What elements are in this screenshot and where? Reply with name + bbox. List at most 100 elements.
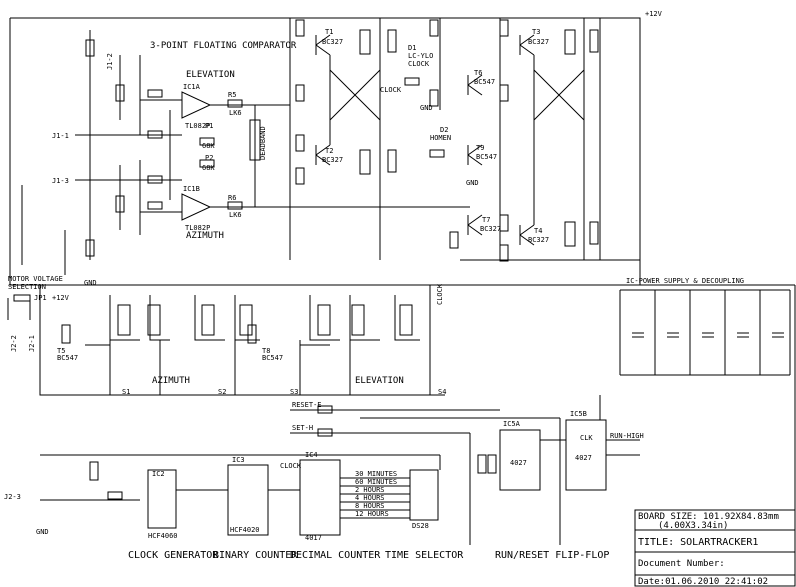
gnd-label-1: GND (84, 279, 97, 287)
t4-label: T4 (534, 227, 542, 235)
set-net-label: SET-H (292, 424, 313, 432)
t2-label: T2 (325, 147, 333, 155)
v12-top: +12V (645, 10, 663, 18)
switch-s3: S3 (290, 388, 298, 396)
t5-part: BC547 (57, 354, 78, 362)
t6-part: BC547 (474, 78, 495, 86)
connector-j2-1: J2-1 (28, 335, 36, 352)
clock-net-1: CLOCK (380, 86, 402, 94)
connector-j1-2: J1-2 (106, 53, 114, 70)
label-decimal-counter: DECIMAL COUNTER (290, 550, 381, 561)
t7-part: BC327 (480, 225, 501, 233)
ic1b-label: IC1B (183, 185, 200, 193)
ic1a-part: TL082P (185, 122, 210, 130)
date-text: Date:01.06.2010 22:41:02 (638, 577, 768, 587)
reset-set-lines (290, 405, 561, 545)
reset-net-label: RESET-E (292, 401, 322, 409)
board-size: BOARD SIZE: 101.92X84.83mm (638, 512, 779, 522)
run-high-label: RUN-HIGH (610, 432, 644, 440)
comparator-wiring (21, 30, 470, 275)
gnd-label-3: GND (466, 179, 479, 187)
r-68k-1: 68K (202, 142, 215, 150)
elevation-lower-title: ELEVATION (355, 376, 404, 386)
relay-contact-blocks (61, 285, 431, 395)
d1-label: D1 (408, 44, 416, 52)
ic4-label: IC4 (305, 451, 318, 459)
switch-s1: S1 (122, 388, 130, 396)
p2-label: P2 (205, 154, 213, 162)
comparator-title: 3-POINT FLOATING COMPARATOR (150, 41, 297, 51)
lk-2: LK6 (229, 211, 242, 219)
p1-label: P1 (205, 122, 213, 130)
comparator-resistors (85, 39, 261, 257)
label-time-selector: TIME SELECTOR (385, 550, 464, 561)
label-run-reset-flipflop: RUN/RESET FLIP-FLOP (495, 550, 609, 561)
title-text: TITLE: SOLARTRACKER1 (638, 537, 758, 548)
d1-part: LC-YLO (408, 52, 433, 60)
switch-s4: S4 (438, 388, 446, 396)
r5-label: R5 (228, 91, 236, 99)
jumper-jp1 (7, 294, 31, 320)
clock-net-3: CLOCK (280, 462, 302, 470)
t3-label: T3 (532, 28, 540, 36)
time-line-2h: 2 HOURS (355, 486, 385, 494)
azimuth-title: AZIMUTH (186, 231, 224, 241)
t1-part: BC327 (322, 38, 343, 46)
opamp-ic1a: IC1A TL082P (181, 83, 212, 130)
connector-j1-1: J1-1 (52, 132, 69, 140)
gnd-label-4: GND (36, 528, 49, 536)
label-clock-generator: CLOCK GENERATOR (128, 550, 219, 561)
motor-voltage-label: MOTOR VOLTAGE (8, 275, 63, 283)
motor-voltage-sub: SELECTION (8, 283, 46, 291)
upper-transistors (315, 18, 585, 260)
ic3-part: HCF4020 (230, 526, 260, 534)
t8-part: BC547 (262, 354, 283, 362)
azimuth-lower-title: AZIMUTH (152, 376, 190, 386)
gnd-label-2: GND (420, 104, 433, 112)
clk-label: CLK (580, 434, 593, 442)
document-number: Document Number: (638, 559, 725, 569)
d2-label: D2 (440, 126, 448, 134)
digital-section (40, 395, 640, 536)
ic-power-title: IC-POWER SUPPLY & DECOUPLING (626, 277, 744, 285)
ic3-label: IC3 (232, 456, 245, 464)
decoupling-caps (619, 289, 791, 376)
connector-j2-2: J2-2 (10, 335, 18, 352)
connector-j1-3: J1-3 (52, 177, 69, 185)
ic2-label: IC2 (152, 470, 165, 478)
r6-label: R6 (228, 194, 236, 202)
clock-net-2: CLOCK (436, 283, 444, 305)
r-68k-2: 68K (202, 164, 215, 172)
t4-part: BC327 (528, 236, 549, 244)
t2-part: BC327 (322, 156, 343, 164)
time-line-60min: 60 MINUTES (355, 478, 397, 486)
t9-part: BC547 (476, 153, 497, 161)
time-selector-lines: 30 MINUTES 60 MINUTES 2 HOURS 4 HOURS 8 … (355, 470, 397, 518)
t6-label: T6 (474, 69, 482, 77)
ic5b-part: 4027 (575, 454, 592, 462)
board-size-in: (4.00X3.34in) (658, 521, 728, 531)
lk-1: LK6 (229, 109, 242, 117)
t9-label: T9 (476, 144, 484, 152)
opamp-ic1b: IC1B TL082P (181, 185, 212, 232)
ic5a-part: 4027 (510, 459, 527, 467)
v12-jp1: +12V (52, 294, 70, 302)
t8-label: T8 (262, 347, 270, 355)
main-rails (9, 17, 796, 510)
elevation-title: ELEVATION (186, 70, 235, 80)
t1-label: T1 (325, 28, 333, 36)
t3-part: BC327 (528, 38, 549, 46)
title-block: BOARD SIZE: 101.92X84.83mm (4.00X3.34in)… (634, 509, 796, 587)
time-line-30min: 30 MINUTES (355, 470, 397, 478)
ic2-part: HCF4060 (148, 532, 178, 540)
ds-label: DS28 (412, 522, 429, 530)
time-line-12h: 12 HOURS (355, 510, 389, 518)
t7-label: T7 (482, 216, 490, 224)
deadband-label: DEADBAND (259, 126, 267, 160)
relays (295, 19, 599, 262)
ic5b-label: IC5B (570, 410, 587, 418)
ic1a-label: IC1A (183, 83, 201, 91)
ic4-part: 4017 (305, 534, 322, 542)
